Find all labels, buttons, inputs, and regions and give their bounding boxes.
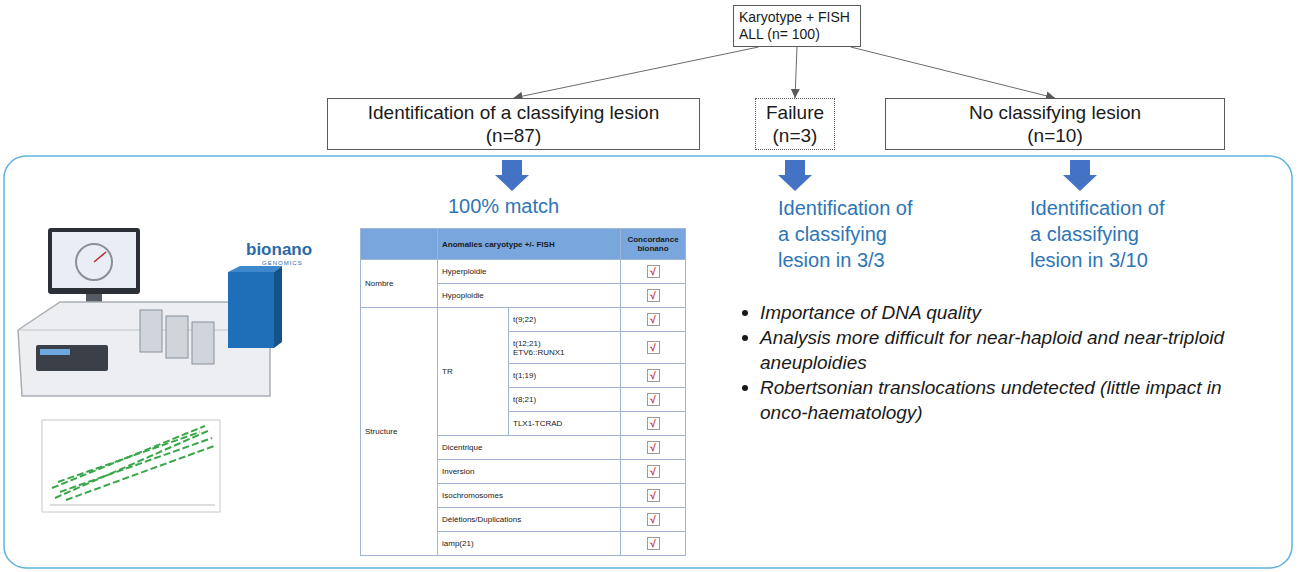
table-text: Dicentrique xyxy=(442,443,482,452)
table-cell: √ xyxy=(621,484,686,508)
table-text: t(1;19) xyxy=(513,371,536,380)
connector-arrow xyxy=(851,47,1055,98)
table-text: Hyperploidie xyxy=(442,267,486,276)
table-cell: Concordance bionano xyxy=(621,229,686,260)
box-text: Failure xyxy=(760,101,830,124)
table-cell: Dicentrique xyxy=(438,436,621,460)
table-text: Structure xyxy=(365,427,397,436)
table-text: t(9;22) xyxy=(513,315,536,324)
check-mark: √ xyxy=(647,513,660,526)
table-text: Isochromosomes xyxy=(442,491,503,500)
table-cell: Hyperploidie xyxy=(438,260,621,284)
process-box: Failure(n=3) xyxy=(755,98,835,150)
connector-arrow xyxy=(514,47,759,98)
process-box: No classifying lesion(n=10) xyxy=(885,98,1225,150)
table-cell: Nombre xyxy=(361,260,438,308)
block-arrows xyxy=(495,160,1097,191)
check-mark: √ xyxy=(647,313,660,326)
box-text: (n=87) xyxy=(334,124,693,147)
table-text: t(8;21) xyxy=(513,395,536,404)
table-text: Nombre xyxy=(365,279,393,288)
bullet-item: Analysis more difficult for near-haploid… xyxy=(742,325,1272,375)
table-cell: Anomalies caryotype +/- FISH xyxy=(438,229,621,260)
table-cell: t(8;21) xyxy=(509,388,621,412)
bullet-dot xyxy=(742,310,748,316)
connector-arrow xyxy=(795,47,797,98)
box-text: (n=3) xyxy=(760,124,830,147)
check-mark: √ xyxy=(647,537,660,550)
table-text: TLX1-TCRAD xyxy=(513,419,562,428)
table-cell: √ xyxy=(621,284,686,308)
logo-text: GENOMICS xyxy=(262,260,303,267)
table-cell xyxy=(361,229,438,260)
table-cell: Délétions/Duplications xyxy=(438,508,621,532)
table-cell: t(9;22) xyxy=(509,308,621,332)
table-text: Hypoploidie xyxy=(442,291,484,300)
result-text: Identification of a classifying lesion i… xyxy=(1030,195,1173,273)
check-mark: √ xyxy=(647,289,660,302)
table-text: TR xyxy=(442,367,453,376)
bullet-item: Importance of DNA quality xyxy=(742,300,1272,325)
box-text: No classifying lesion xyxy=(892,101,1218,124)
check-mark: √ xyxy=(647,393,660,406)
table-cell: Inversion xyxy=(438,460,621,484)
table-cell: √ xyxy=(621,532,686,556)
table-text: iamp(21) xyxy=(442,539,474,548)
box-text: (n=10) xyxy=(892,124,1218,147)
table-cell: iamp(21) xyxy=(438,532,621,556)
table-text: Inversion xyxy=(442,467,474,476)
bullet-dot xyxy=(742,335,748,341)
table-cell: √ xyxy=(621,436,686,460)
check-mark: √ xyxy=(647,341,660,354)
process-box: Identification of a classifying lesion(n… xyxy=(327,98,700,150)
box-text: Identification of a classifying lesion xyxy=(334,101,693,124)
table-text: Anomalies caryotype +/- FISH xyxy=(442,240,555,249)
note-text: Robertsonian translocations undetected (… xyxy=(760,375,1272,425)
check-mark: √ xyxy=(647,489,660,502)
box-text: Karyotype + FISH ALL (n= 100) xyxy=(739,9,855,43)
table-cell: TLX1-TCRAD xyxy=(509,412,621,436)
note-text: Analysis more difficult for near-haploid… xyxy=(760,325,1272,375)
check-mark: √ xyxy=(647,369,660,382)
table-cell: Structure xyxy=(361,308,438,556)
table-cell: √ xyxy=(621,364,686,388)
table-text: t(12;21) ETV6::RUNX1 xyxy=(513,339,573,357)
table-cell: Hypoploidie xyxy=(438,284,621,308)
check-mark: √ xyxy=(647,265,660,278)
table-cell: √ xyxy=(621,332,686,364)
table-cell: √ xyxy=(621,260,686,284)
bullet-dot xyxy=(742,385,748,391)
table-cell: TR xyxy=(438,308,509,436)
table-cell: t(1;19) xyxy=(509,364,621,388)
result-text: 100% match xyxy=(448,193,559,219)
check-mark: √ xyxy=(647,465,660,478)
check-mark: √ xyxy=(647,441,660,454)
note-text: Importance of DNA quality xyxy=(760,300,1272,325)
table-cell: √ xyxy=(621,412,686,436)
table-cell: t(12;21) ETV6::RUNX1 xyxy=(509,332,621,364)
logo-text: bionano xyxy=(246,241,312,260)
table-cell: √ xyxy=(621,308,686,332)
check-mark: √ xyxy=(647,417,660,430)
results-table: Anomalies caryotype +/- FISH Concordance … xyxy=(360,228,686,556)
table-text: Délétions/Duplications xyxy=(442,515,521,524)
table-cell: √ xyxy=(621,460,686,484)
result-text: Identification of a classifying lesion i… xyxy=(778,195,921,273)
table-cell: √ xyxy=(621,508,686,532)
table-cell: √ xyxy=(621,388,686,412)
process-box: Karyotype + FISH ALL (n= 100) xyxy=(733,5,861,47)
table-cell: Isochromosomes xyxy=(438,484,621,508)
bullet-item: Robertsonian translocations undetected (… xyxy=(742,375,1272,425)
table-text: Concordance bionano xyxy=(627,235,678,253)
